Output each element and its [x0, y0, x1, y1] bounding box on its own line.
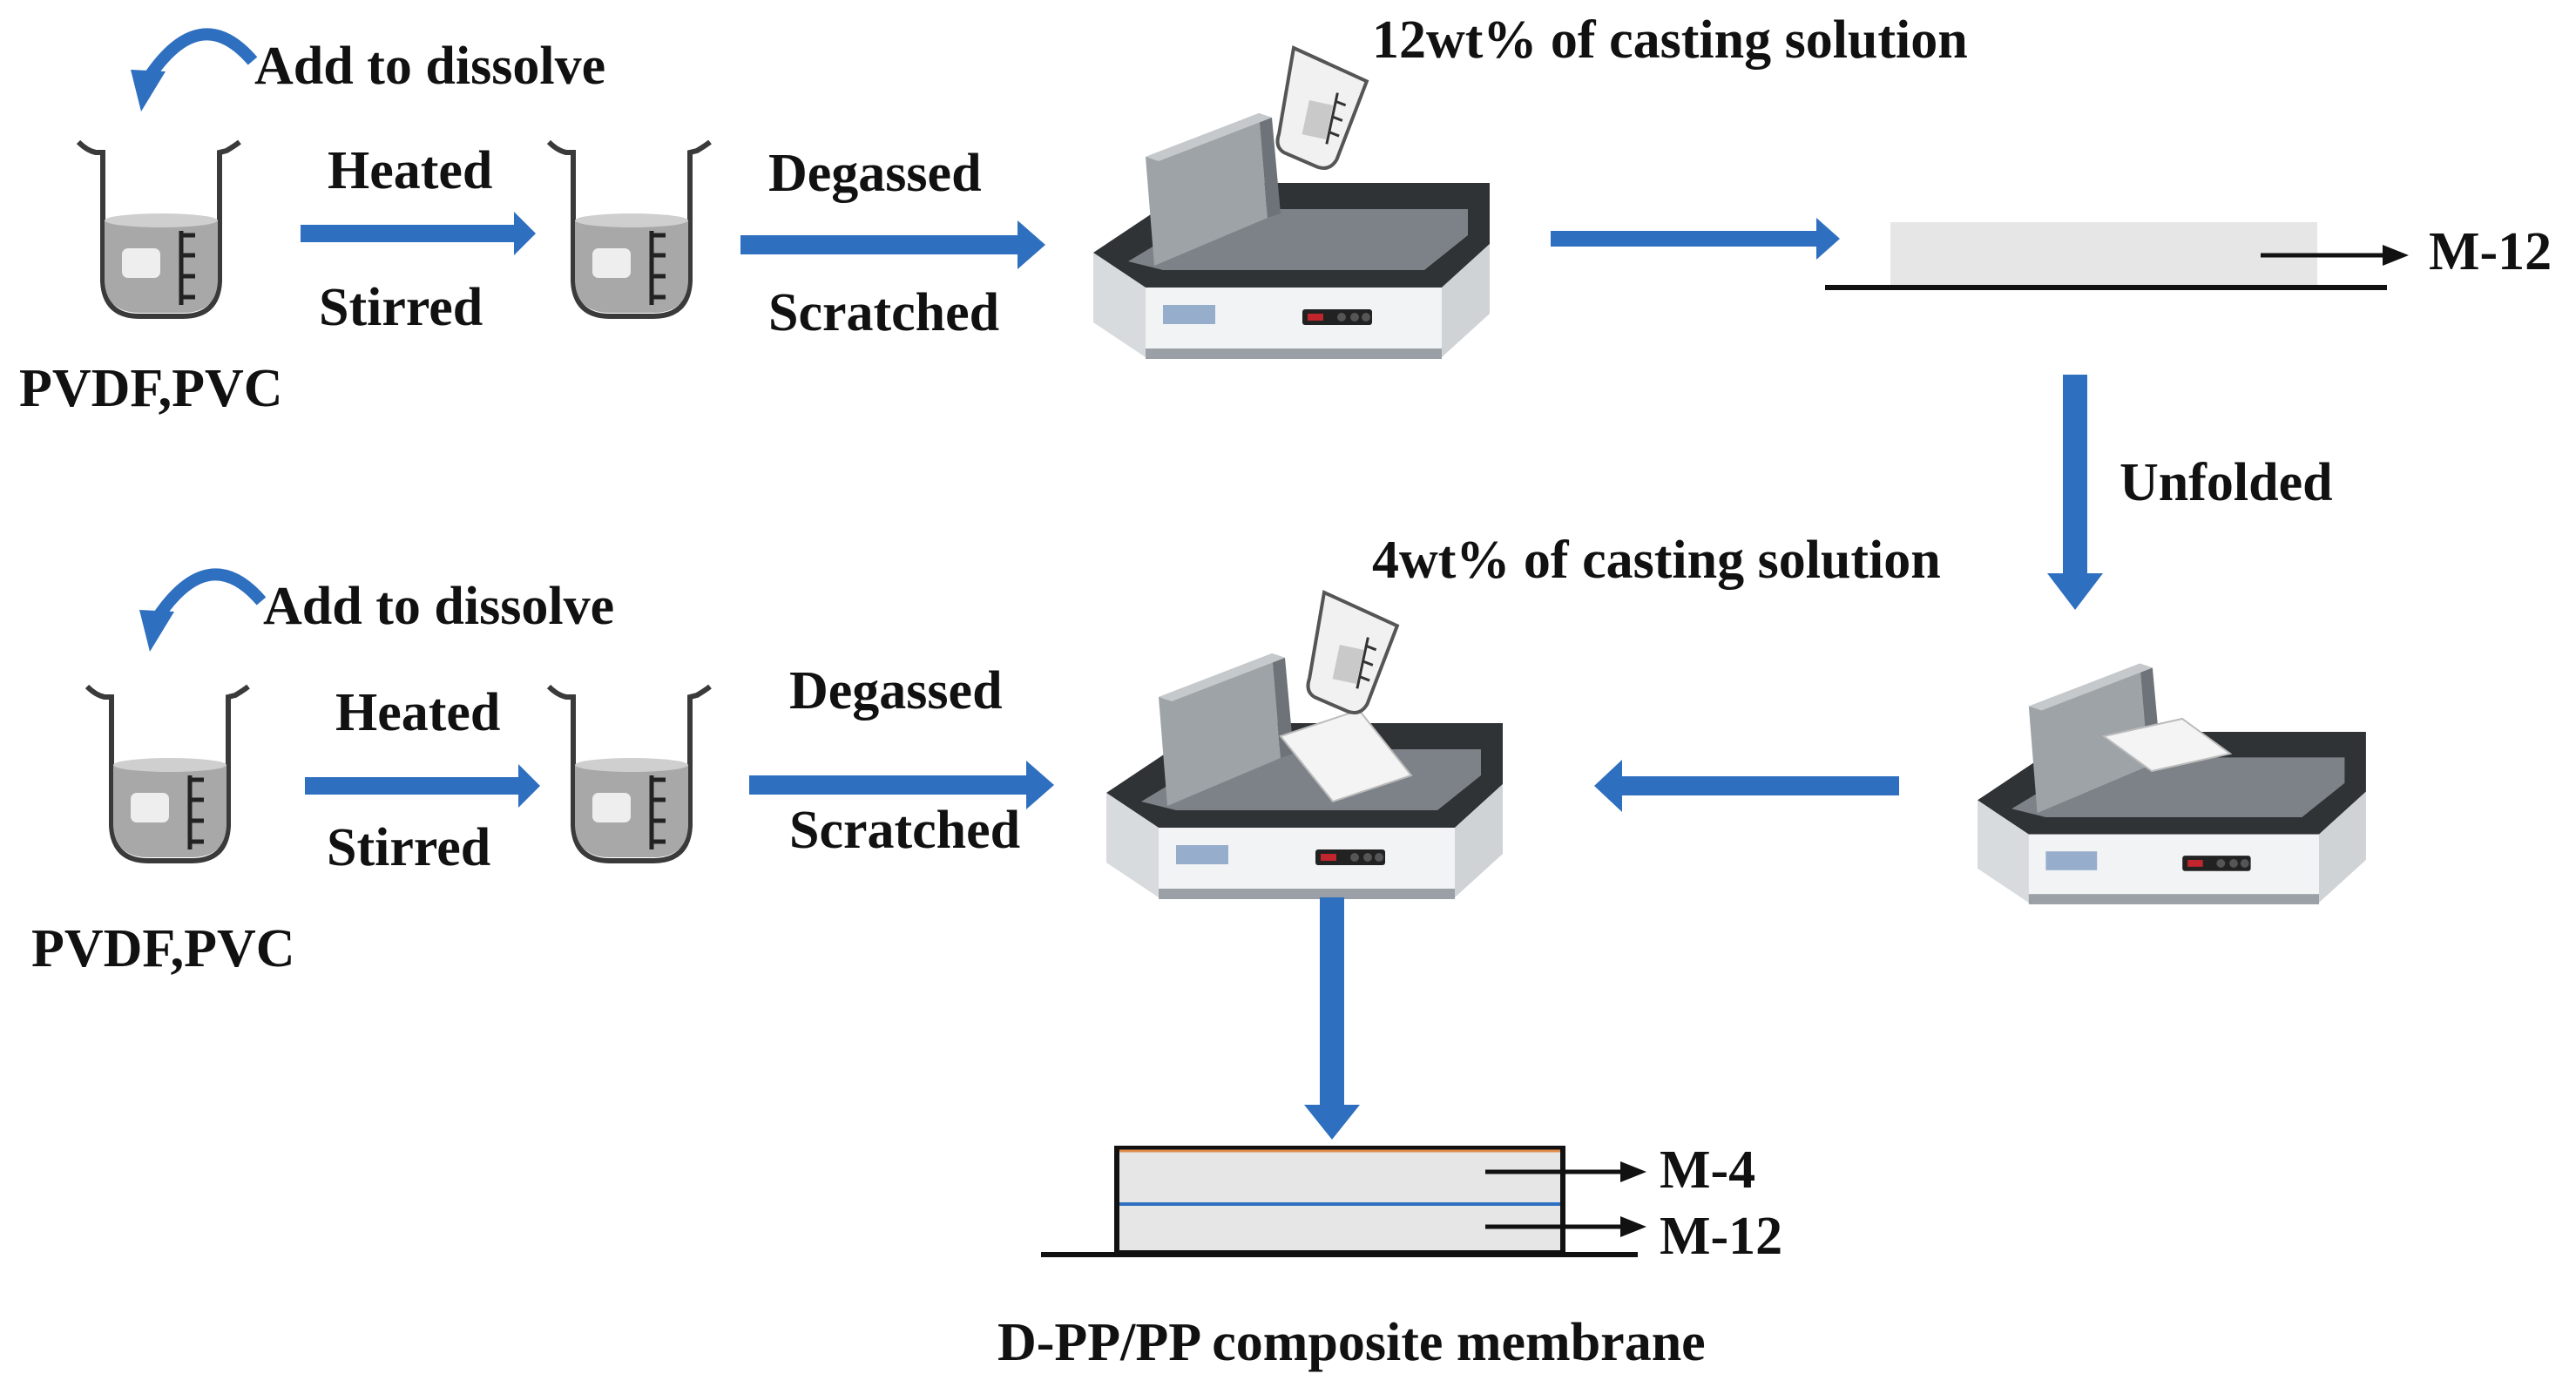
- m4-label: M-4: [1660, 1140, 1756, 1200]
- composite-membrane-caption: D-PP/PP composite membrane: [997, 1313, 1706, 1372]
- add-to-dissolve-label-row2: Add to dissolve: [263, 577, 615, 636]
- m12-bottom-label: M-12: [1660, 1207, 1783, 1266]
- arrow-left-between-applicators: [1594, 760, 1899, 812]
- pour-beaker-row1: [1268, 46, 1373, 176]
- materials-label-row1: PVDF,PVC: [19, 359, 283, 418]
- heated-label-row2: Heated: [335, 683, 501, 742]
- applicator-row2-left: [1106, 653, 1503, 899]
- stirred-label-row2: Stirred: [327, 818, 491, 877]
- scratched-label-row2: Scratched: [789, 801, 1021, 860]
- degassed-label-row2: Degassed: [789, 661, 1003, 721]
- add-to-dissolve-label-row1: Add to dissolve: [254, 37, 606, 96]
- arrow-to-membrane-row1: [1551, 218, 1840, 260]
- beaker-mid-row2: [549, 687, 710, 861]
- casting-solution-label-row2: 4wt% of casting solution: [1372, 531, 1941, 590]
- dissolve-curved-arrowhead: [131, 70, 166, 112]
- m12-bottom-pointer-arrow: [1485, 1216, 1646, 1237]
- degassed-label-row1: Degassed: [768, 144, 982, 203]
- composite-membrane: [1041, 1146, 1638, 1257]
- materials-label-row2: PVDF,PVC: [31, 919, 295, 978]
- arrow-down-to-result: [1304, 897, 1360, 1140]
- m12-label: M-12: [2429, 222, 2552, 281]
- unfolded-label: Unfolded: [2120, 453, 2333, 512]
- heated-arrow-row1: [301, 212, 536, 255]
- beaker-start-row1: [78, 142, 240, 316]
- stirred-label-row1: Stirred: [319, 278, 483, 337]
- degassed-arrow-row1: [740, 220, 1045, 269]
- casting-solution-label-row1: 12wt% of casting solution: [1372, 10, 1968, 70]
- dissolve-curved-arrow: [152, 568, 267, 622]
- beaker-start-row2: [87, 687, 248, 861]
- dissolve-curved-arrow: [143, 28, 258, 82]
- applicator-row2-right: [1978, 663, 2366, 904]
- membrane-sheet-on-applicator: [1279, 708, 1413, 803]
- dissolve-curved-arrowhead: [139, 610, 174, 652]
- degassed-arrow-row2: [749, 761, 1054, 809]
- pour-beaker-row2: [1299, 591, 1403, 721]
- heated-label-row1: Heated: [328, 141, 493, 200]
- m12-pointer-arrow: [2261, 245, 2409, 266]
- membrane-m12-strip: [1890, 222, 2317, 285]
- m4-pointer-arrow: [1485, 1161, 1646, 1182]
- membrane-sheet-on-applicator: [2101, 717, 2233, 773]
- scratched-label-row1: Scratched: [768, 283, 1000, 342]
- heated-arrow-row2: [305, 764, 540, 808]
- beaker-mid-row1: [549, 142, 710, 316]
- unfolded-down-arrow: [2047, 375, 2103, 610]
